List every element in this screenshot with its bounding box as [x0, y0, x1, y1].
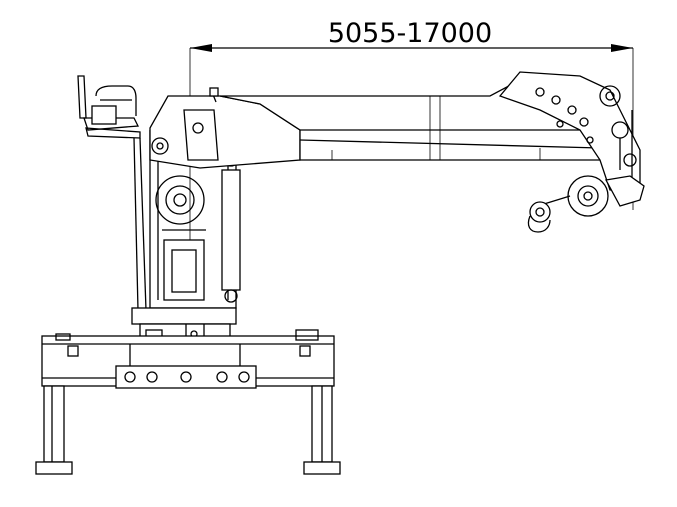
outrigger-leg-right: [303, 385, 341, 475]
outrigger-leg-left: [35, 385, 73, 475]
outrigger-frame: [41, 329, 335, 389]
reach-dimension-label: 5055-17000: [328, 18, 492, 49]
telescopic-boom: [219, 71, 641, 191]
reach-dimension: 5055-17000: [189, 18, 634, 300]
mast-column: [149, 110, 241, 309]
hook-block: [527, 175, 645, 233]
operator-seat: [77, 75, 147, 311]
